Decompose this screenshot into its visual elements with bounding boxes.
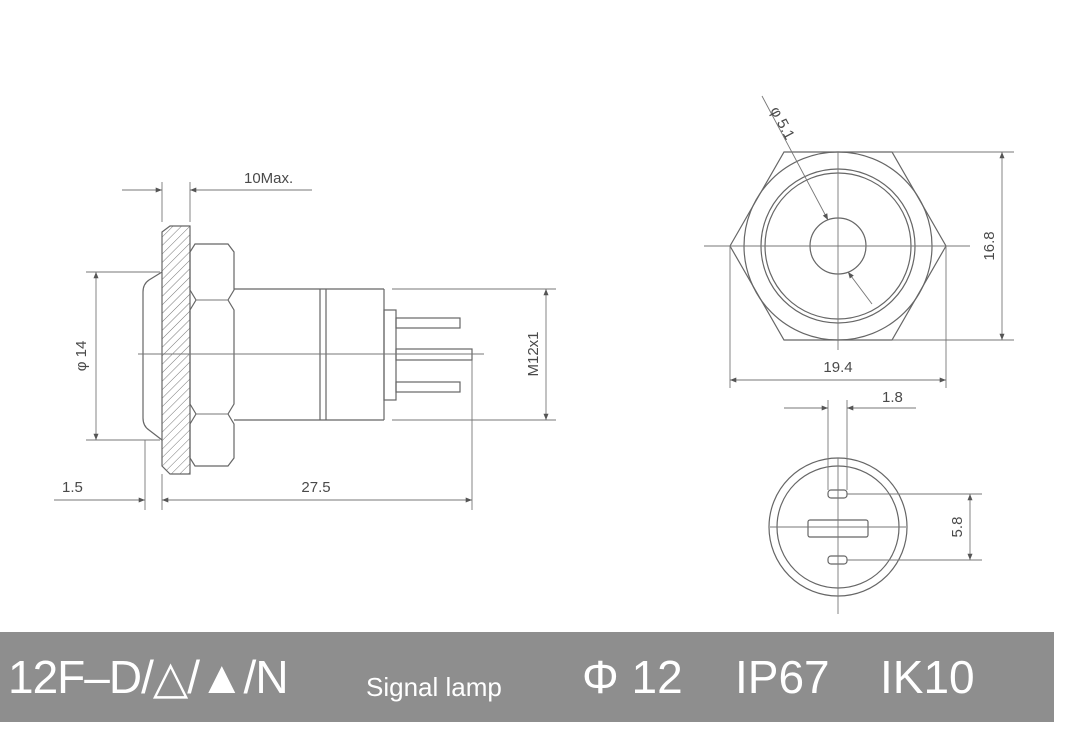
model-code: 12F–D/△/▲/N — [8, 651, 289, 703]
mounting-diameter: Φ 12 — [582, 651, 683, 703]
title-bar: 12F–D/△/▲/N Signal lamp Φ 12 IP67 IK10 — [0, 632, 1054, 722]
ik-rating: IK10 — [880, 651, 975, 703]
dim-flange-thickness-label: 1.5 — [62, 479, 83, 496]
dim-thread-label: M12x1 — [525, 331, 542, 376]
dim-flange-diameter-label: φ 14 — [73, 341, 90, 372]
ip-rating: IP67 — [735, 651, 830, 703]
dim-max-thickness-label: 10Max. — [244, 170, 293, 187]
dim-lens-diameter-label: φ 5.1 — [766, 104, 797, 143]
dim-hex-width-label: 19.4 — [823, 359, 852, 376]
side-view: 10Max. φ 14 M12x1 1.5 27.5 — [54, 170, 556, 510]
dim-pin-width-label: 1.8 — [882, 389, 903, 406]
front-view: φ 5.1 16.8 19.4 — [704, 95, 1014, 388]
dim-body-length-label: 27.5 — [301, 479, 330, 496]
rear-view: 1.8 5.8 — [768, 389, 982, 614]
product-description: Signal lamp — [366, 672, 502, 702]
dim-hex-height-label: 16.8 — [981, 231, 998, 260]
dim-pin-spacing-label: 5.8 — [949, 517, 966, 538]
